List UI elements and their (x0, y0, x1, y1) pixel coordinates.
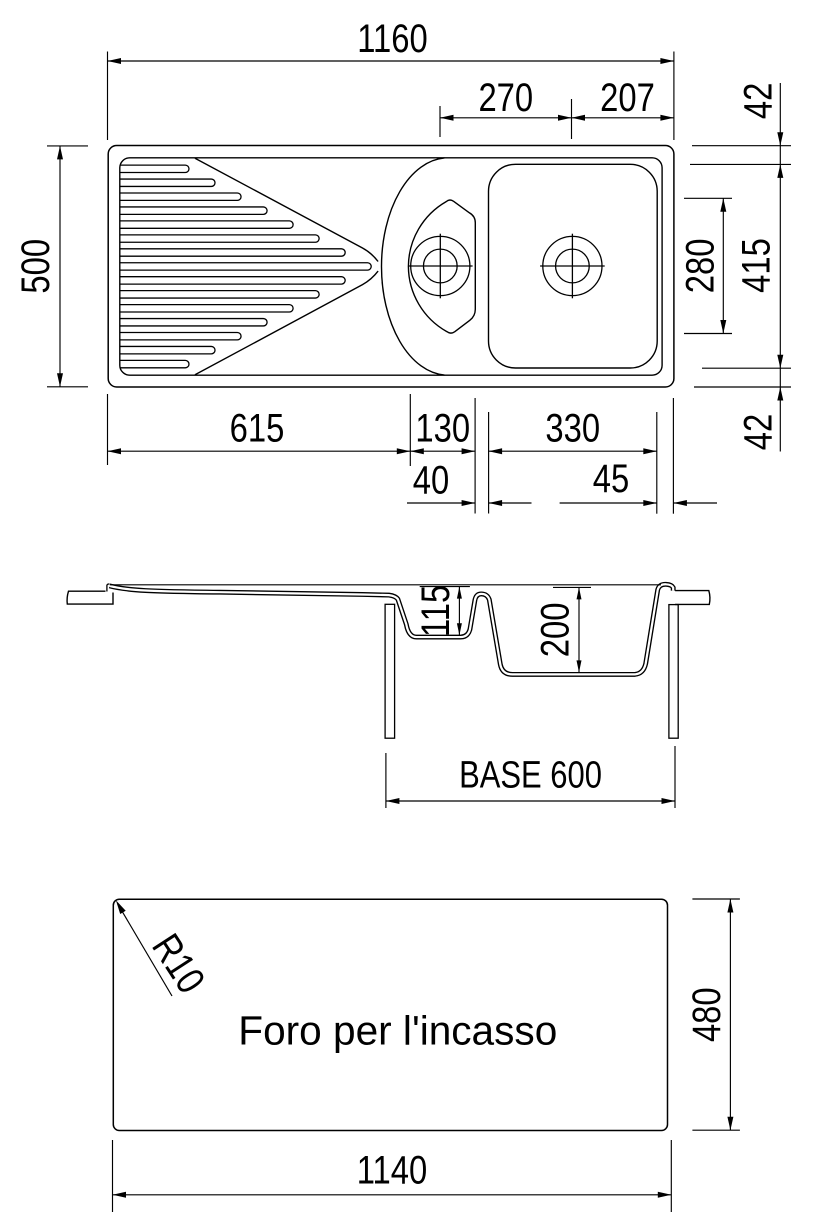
svg-text:270: 270 (478, 75, 533, 120)
svg-text:BASE 600: BASE 600 (459, 755, 602, 797)
svg-text:1160: 1160 (357, 16, 428, 61)
svg-text:207: 207 (600, 75, 655, 120)
svg-text:200: 200 (532, 603, 577, 658)
svg-text:42: 42 (735, 83, 780, 119)
svg-text:615: 615 (230, 405, 285, 450)
svg-text:330: 330 (545, 405, 600, 450)
svg-text:500: 500 (13, 239, 58, 294)
svg-text:Foro per l'incasso: Foro per l'incasso (238, 1008, 557, 1054)
svg-text:480: 480 (684, 987, 729, 1042)
svg-text:130: 130 (415, 405, 470, 450)
svg-text:280: 280 (678, 239, 723, 294)
svg-text:415: 415 (734, 238, 779, 293)
svg-text:1140: 1140 (357, 1147, 428, 1192)
svg-text:42: 42 (735, 414, 780, 450)
svg-text:115: 115 (413, 585, 458, 637)
svg-text:40: 40 (413, 457, 449, 502)
svg-text:45: 45 (593, 456, 629, 501)
